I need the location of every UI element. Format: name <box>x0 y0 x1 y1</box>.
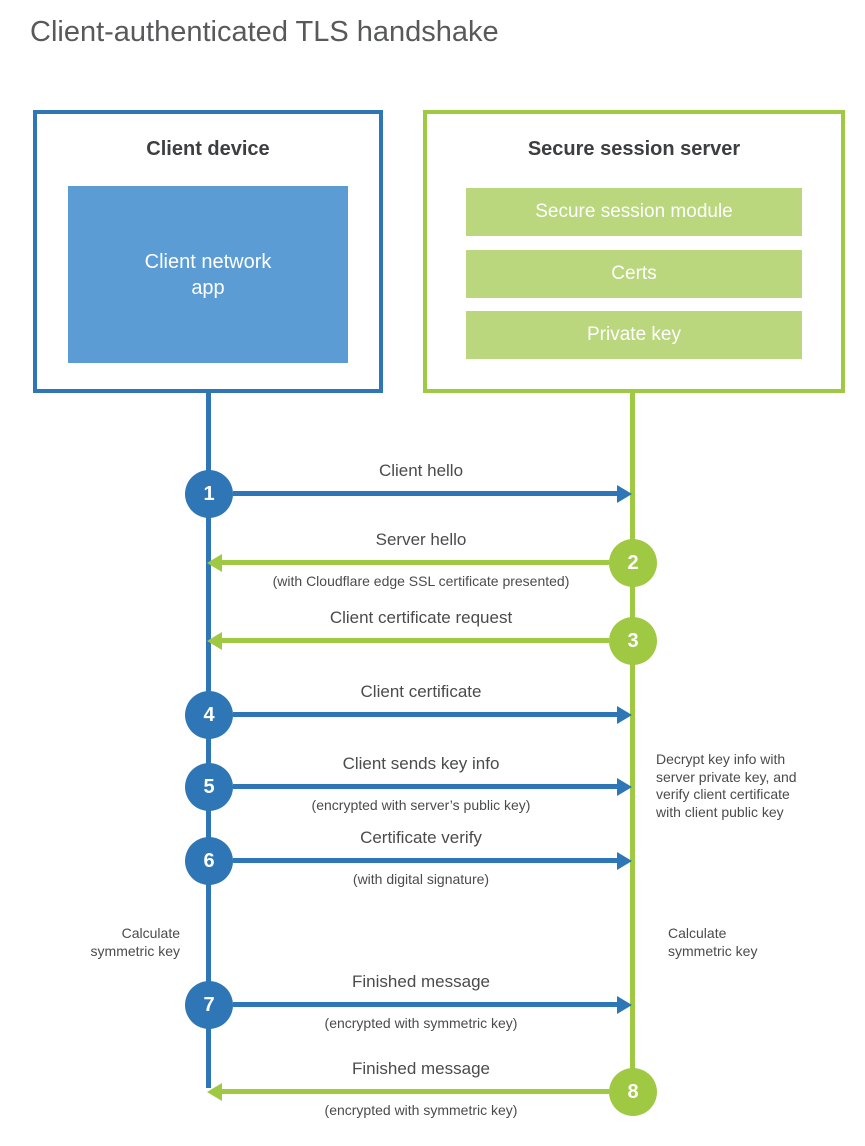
step-4-arrow <box>233 712 618 717</box>
client-device-title: Client device <box>146 138 270 160</box>
step-5-sublabel: (encrypted with server’s public key) <box>311 797 531 813</box>
calc-symmetric-key-note-client: Calculate symmetric key <box>90 925 180 959</box>
step-8-circle: 8 <box>609 1068 657 1116</box>
step-6-sublabel: (with digital signature) <box>352 871 490 887</box>
step-5-arrow <box>233 784 618 789</box>
step-5-arrowhead <box>617 778 632 796</box>
step-4-arrowhead <box>617 706 632 724</box>
step-5-circle: 5 <box>185 763 233 811</box>
step-2-label: Server hello <box>375 530 467 549</box>
step-2-circle: 2 <box>609 539 657 587</box>
client-network-app-box: Client network app <box>68 186 348 363</box>
client-lifeline <box>206 393 211 1088</box>
server-module-certs: Certs <box>466 250 802 298</box>
step-6-arrowhead <box>617 852 632 870</box>
page-title: Client-authenticated TLS handshake <box>30 16 499 48</box>
calc-symmetric-key-note-server: Calculate symmetric key <box>668 925 758 959</box>
step-2-arrowhead <box>207 554 222 572</box>
step-3-arrowhead <box>207 632 222 650</box>
step-1-circle: 1 <box>185 470 233 518</box>
step-3-label: Client certificate request <box>329 608 513 627</box>
step-1-arrowhead <box>617 485 632 503</box>
decrypt-key-info-note: Decrypt key info with server private key… <box>656 751 797 820</box>
step-6-arrow <box>233 858 618 863</box>
step-7-label: Finished message <box>352 972 490 991</box>
server-title: Secure session server <box>527 138 741 160</box>
server-box: Secure session server Secure session mod… <box>423 110 845 393</box>
step-8-arrowhead <box>207 1083 222 1101</box>
step-1-label: Client hello <box>378 461 464 480</box>
step-2-arrow <box>222 560 609 565</box>
step-1-arrow <box>233 491 618 496</box>
server-module-secure-session: Secure session module <box>466 188 802 236</box>
step-4-label: Client certificate <box>360 682 482 701</box>
server-lifeline <box>630 393 635 1094</box>
step-3-circle: 3 <box>609 617 657 665</box>
step-5-label: Client sends key info <box>342 754 500 773</box>
step-8-arrow <box>222 1089 609 1094</box>
step-6-label: Certificate verify <box>360 828 482 847</box>
step-3-arrow <box>222 638 609 643</box>
step-6-circle: 6 <box>185 837 233 885</box>
client-device-box: Client device Client network app <box>33 110 383 393</box>
step-8-sublabel: (encrypted with symmetric key) <box>324 1102 518 1118</box>
server-module-private-key: Private key <box>466 311 802 359</box>
step-2-sublabel: (with Cloudflare edge SSL certificate pr… <box>272 573 570 589</box>
step-8-label: Finished message <box>352 1059 490 1078</box>
step-7-arrowhead <box>617 996 632 1014</box>
step-7-arrow <box>233 1002 618 1007</box>
step-7-sublabel: (encrypted with symmetric key) <box>324 1015 518 1031</box>
step-7-circle: 7 <box>185 981 233 1029</box>
step-4-circle: 4 <box>185 691 233 739</box>
